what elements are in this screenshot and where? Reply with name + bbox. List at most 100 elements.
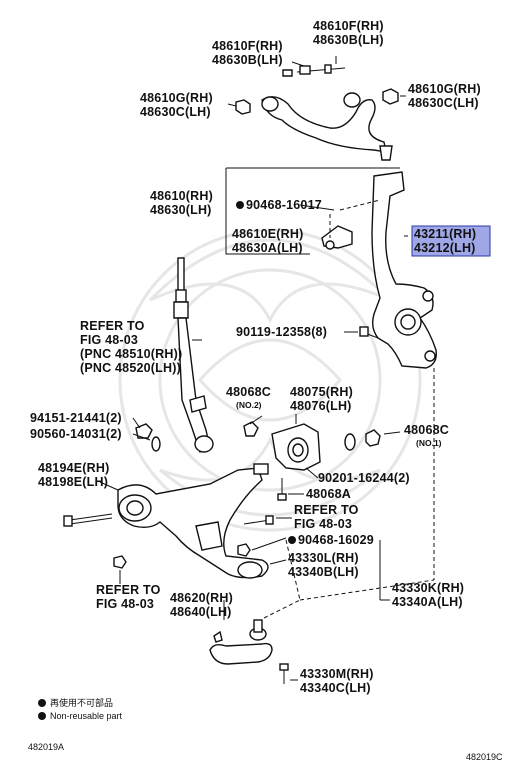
label-90468-16029[interactable]: 90468-16029 (288, 533, 374, 547)
svg-text:48198E(LH): 48198E(LH) (38, 475, 108, 489)
svg-text:FIG 48-03: FIG 48-03 (80, 333, 138, 347)
svg-text:(PNC 48510(RH)): (PNC 48510(RH)) (80, 347, 182, 361)
bolt-43330M[interactable] (279, 663, 289, 684)
svg-text:(PNC 48520(LH)): (PNC 48520(LH)) (80, 361, 181, 375)
label-43211[interactable]: 43211(RH) 43212(LH) (414, 227, 476, 255)
highlight-43211 (411, 225, 491, 257)
lower-arm-bolt-refer[interactable] (243, 515, 274, 525)
bushing-48075[interactable] (271, 423, 321, 471)
label-48610[interactable]: 48610(RH) 48630(LH) (150, 189, 213, 217)
svg-text:48068C: 48068C (226, 385, 271, 399)
upper-control-arm-48610[interactable] (261, 92, 393, 161)
svg-text:43340B(LH): 43340B(LH) (288, 565, 359, 579)
svg-text:90201-16244(2): 90201-16244(2) (318, 471, 410, 485)
svg-text:48068A: 48068A (306, 487, 351, 501)
svg-text:48630C(LH): 48630C(LH) (140, 105, 211, 119)
label-43330L[interactable]: 43330L(RH) 43340B(LH) (288, 551, 359, 579)
label-90468-16017[interactable]: 90468-16017 (236, 198, 322, 212)
svg-text:94151-21441(2): 94151-21441(2) (30, 411, 122, 425)
upper-arm-bolt-48610F[interactable] (282, 64, 346, 77)
label-94151-21441[interactable]: 94151-21441(2) (30, 411, 122, 425)
label-refer-nut[interactable]: REFER TO FIG 48-03 (96, 583, 161, 611)
lower-control-arm-48620[interactable] (117, 463, 269, 579)
bracket-48610E[interactable] (321, 225, 353, 250)
washer-90560[interactable] (151, 436, 161, 452)
label-90560-14031[interactable]: 90560-14031(2) (30, 427, 122, 441)
bolt-48194E[interactable] (63, 513, 113, 527)
label-48068C-no2[interactable]: 48068C (NO.2) (226, 385, 271, 410)
non-reusable-dot-icon (38, 712, 46, 720)
svg-text:REFER TO: REFER TO (80, 319, 145, 333)
shock-absorber-strut[interactable] (173, 257, 214, 453)
svg-text:43330L(RH): 43330L(RH) (288, 551, 359, 565)
label-90201-16244[interactable]: 90201-16244(2) (318, 471, 410, 485)
svg-text:REFER TO: REFER TO (294, 503, 359, 517)
svg-text:48620(RH): 48620(RH) (170, 591, 233, 605)
svg-text:48630B(LH): 48630B(LH) (313, 33, 384, 47)
svg-text:48610G(RH): 48610G(RH) (140, 91, 213, 105)
svg-text:再使用不可部品: 再使用不可部品 (50, 697, 113, 708)
label-48610E[interactable]: 48610E(RH) 48630A(LH) (232, 227, 303, 255)
figure-code-left: 482019A (28, 742, 64, 752)
label-48610G-left[interactable]: 48610G(RH) 48630C(LH) (140, 91, 213, 119)
svg-text:48076(LH): 48076(LH) (290, 399, 352, 413)
nut-lower-left[interactable] (113, 555, 127, 569)
washer-90201[interactable] (344, 433, 356, 451)
svg-text:48640(LH): 48640(LH) (170, 605, 232, 619)
svg-text:90119-12358(8): 90119-12358(8) (236, 325, 327, 339)
label-48068C-no1[interactable]: 48068C (NO.1) (404, 423, 449, 448)
bolt-48068A[interactable] (277, 478, 287, 501)
svg-text:48068C: 48068C (404, 423, 449, 437)
svg-text:43340C(LH): 43340C(LH) (300, 681, 371, 695)
svg-text:48630A(LH): 48630A(LH) (232, 241, 303, 255)
svg-text:43340A(LH): 43340A(LH) (392, 595, 463, 609)
svg-text:REFER TO: REFER TO (96, 583, 161, 597)
svg-text:90468-16029: 90468-16029 (298, 533, 374, 547)
steering-knuckle-43211[interactable] (371, 171, 437, 369)
label-refer-bolt[interactable]: REFER TO FIG 48-03 (294, 503, 359, 531)
label-48068A[interactable]: 48068A (306, 487, 351, 501)
label-43330M[interactable]: 43330M(RH) 43340C(LH) (300, 667, 374, 695)
label-43330K[interactable]: 43330K(RH) 43340A(LH) (392, 581, 464, 609)
svg-text:48630(LH): 48630(LH) (150, 203, 212, 217)
figure-code-right: 482019C (466, 752, 503, 762)
non-reusable-dot-icon (236, 201, 244, 209)
label-48075[interactable]: 48075(RH) 48076(LH) (290, 385, 353, 413)
bolt-90119-12358[interactable] (359, 326, 379, 339)
label-48610F-top[interactable]: 48610F(RH) 48630B(LH) (313, 19, 384, 47)
svg-text:FIG 48-03: FIG 48-03 (294, 517, 352, 531)
svg-text:90468-16017: 90468-16017 (246, 198, 322, 212)
nut-48068C-no1[interactable] (365, 429, 381, 447)
label-refer-strut[interactable]: REFER TO FIG 48-03 (PNC 48510(RH)) (PNC … (80, 319, 182, 375)
svg-text:43212(LH): 43212(LH) (414, 241, 476, 255)
svg-text:FIG 48-03: FIG 48-03 (96, 597, 154, 611)
leader-lines (99, 56, 435, 681)
legend: 再使用不可部品 Non-reusable part (38, 697, 123, 721)
lower-ball-joint-43330K[interactable] (209, 619, 273, 665)
label-48610F-left[interactable]: 48610F(RH) 48630B(LH) (212, 39, 283, 67)
nut-90468-16029[interactable] (237, 543, 251, 557)
svg-text:48610F(RH): 48610F(RH) (313, 19, 384, 33)
label-48610G-right[interactable]: 48610G(RH) 48630C(LH) (408, 82, 481, 110)
svg-text:48630B(LH): 48630B(LH) (212, 53, 283, 67)
nut-48610G-left[interactable] (235, 99, 251, 115)
svg-text:(NO.1): (NO.1) (416, 438, 442, 448)
nut-48610G-right[interactable] (382, 88, 399, 105)
svg-text:48610G(RH): 48610G(RH) (408, 82, 481, 96)
svg-text:48630C(LH): 48630C(LH) (408, 96, 479, 110)
label-90119-12358[interactable]: 90119-12358(8) (236, 325, 327, 339)
svg-text:43330M(RH): 43330M(RH) (300, 667, 374, 681)
svg-text:43330K(RH): 43330K(RH) (392, 581, 464, 595)
non-reusable-dot-icon (288, 536, 296, 544)
svg-text:(NO.2): (NO.2) (236, 400, 262, 410)
svg-text:Non-reusable part: Non-reusable part (50, 711, 123, 721)
label-48194E[interactable]: 48194E(RH) 48198E(LH) (38, 461, 109, 489)
svg-text:48610(RH): 48610(RH) (150, 189, 213, 203)
non-reusable-dot-icon (38, 699, 46, 707)
svg-text:48075(RH): 48075(RH) (290, 385, 353, 399)
svg-text:90560-14031(2): 90560-14031(2) (30, 427, 122, 441)
label-48620[interactable]: 48620(RH) 48640(LH) (170, 591, 233, 619)
svg-text:48610E(RH): 48610E(RH) (232, 227, 303, 241)
nut-48068C-no2[interactable] (243, 421, 259, 437)
